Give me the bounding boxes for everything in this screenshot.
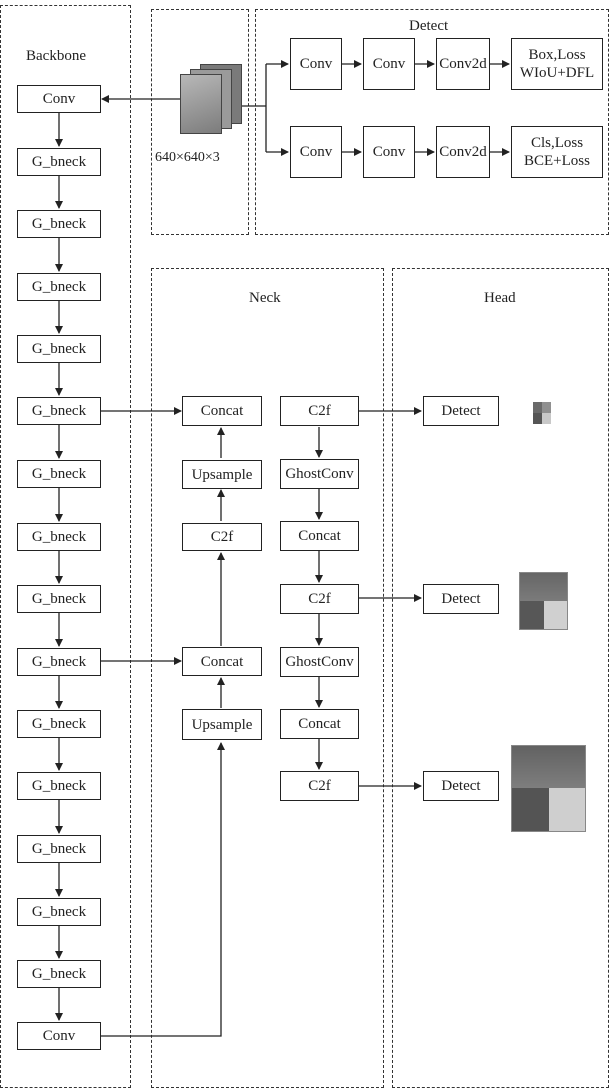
backbone-gbneck-2: G_bneck xyxy=(17,210,101,238)
backbone-region xyxy=(0,5,131,1088)
backbone-gbneck-11: G_bneck xyxy=(17,772,101,800)
detect-conv2d-2: Conv2d xyxy=(436,126,490,178)
neck-upsample-bottom: Upsample xyxy=(182,709,262,740)
feature-map-small xyxy=(533,402,551,424)
backbone-conv-1: Conv xyxy=(17,85,101,113)
backbone-gbneck-14: G_bneck xyxy=(17,960,101,988)
backbone-gbneck-3: G_bneck xyxy=(17,273,101,301)
backbone-gbneck-8: G_bneck xyxy=(17,585,101,613)
backbone-gbneck-6: G_bneck xyxy=(17,460,101,488)
neck-c2f-2: C2f xyxy=(280,584,359,614)
backbone-gbneck-5: G_bneck xyxy=(17,397,101,425)
detect-conv-1a: Conv xyxy=(290,38,342,90)
neck-ghostconv-2: GhostConv xyxy=(280,647,359,677)
backbone-gbneck-13: G_bneck xyxy=(17,898,101,926)
backbone-gbneck-12: G_bneck xyxy=(17,835,101,863)
feature-map-large xyxy=(511,745,586,832)
neck-upsample-top: Upsample xyxy=(182,460,262,489)
neck-concat-top: Concat xyxy=(182,396,262,426)
neck-c2f-3: C2f xyxy=(280,771,359,801)
input-region xyxy=(151,9,249,235)
head-title: Head xyxy=(484,290,516,306)
detect-conv-2a: Conv xyxy=(290,126,342,178)
neck-concat-r1: Concat xyxy=(280,521,359,551)
neck-concat-r2: Concat xyxy=(280,709,359,739)
detect-conv2d-1: Conv2d xyxy=(436,38,490,90)
cls-loss-block: Cls,Loss BCE+Loss xyxy=(511,126,603,178)
head-detect-1: Detect xyxy=(423,396,499,426)
feature-map-medium xyxy=(519,572,568,630)
input-size-label: 640×640×3 xyxy=(155,150,220,165)
input-image-stack xyxy=(180,64,242,134)
neck-c2f-left: C2f xyxy=(182,523,262,551)
head-detect-2: Detect xyxy=(423,584,499,614)
detect-conv-1b: Conv xyxy=(363,38,415,90)
backbone-gbneck-4: G_bneck xyxy=(17,335,101,363)
backbone-gbneck-9: G_bneck xyxy=(17,648,101,676)
backbone-gbneck-7: G_bneck xyxy=(17,523,101,551)
detect-title: Detect xyxy=(409,18,449,34)
neck-region xyxy=(151,268,384,1088)
neck-ghostconv-1: GhostConv xyxy=(280,459,359,489)
detect-conv-2b: Conv xyxy=(363,126,415,178)
backbone-gbneck-10: G_bneck xyxy=(17,710,101,738)
backbone-conv-2: Conv xyxy=(17,1022,101,1050)
backbone-gbneck-1: G_bneck xyxy=(17,148,101,176)
neck-c2f-1: C2f xyxy=(280,396,359,426)
box-loss-block: Box,Loss WIoU+DFL xyxy=(511,38,603,90)
head-detect-3: Detect xyxy=(423,771,499,801)
backbone-title: Backbone xyxy=(26,48,86,64)
neck-title: Neck xyxy=(249,290,281,306)
neck-concat-bottom: Concat xyxy=(182,647,262,676)
